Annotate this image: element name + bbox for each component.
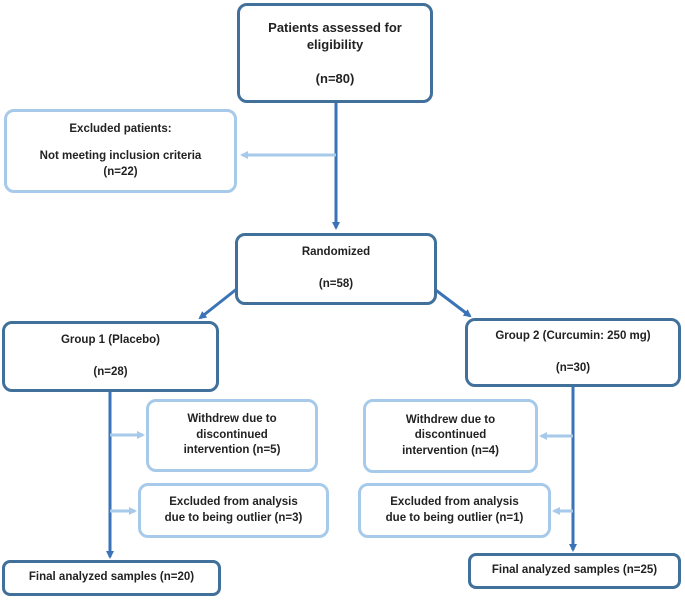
eligibility-title-line1: Patients assessed for (268, 19, 402, 35)
group1-withdrew-box: Withdrew due to discontinued interventio… (146, 399, 318, 472)
group1-outlier-line2: due to being outlier (n=3) (164, 511, 303, 524)
group2-withdrew-line3: intervention (n=4) (402, 444, 499, 457)
group2-final-label: Final analyzed samples (n=25) (491, 564, 658, 577)
arrow-randomized-to-group1 (198, 286, 239, 320)
group2-outlier-box: Excluded from analysis due to being outl… (358, 483, 551, 538)
group1-count: (n=28) (93, 365, 128, 378)
eligibility-count: (n=80) (315, 70, 355, 86)
group2-final-box: Final analyzed samples (n=25) (468, 553, 681, 589)
randomized-title: Randomized (301, 246, 371, 259)
group1-withdrew-line3: intervention (n=5) (183, 444, 281, 457)
group2-count: (n=30) (555, 361, 591, 374)
group1-outlier-box: Excluded from analysis due to being outl… (138, 483, 329, 538)
group2-outlier-line2: due to being outlier (n=1) (385, 511, 524, 524)
group1-final-box: Final analyzed samples (n=20) (2, 560, 221, 596)
group2-outlier-line1: Excluded from analysis (390, 495, 519, 508)
group2-withdrew-line1: Withdrew due to (405, 413, 496, 426)
group1-final-label: Final analyzed samples (n=20) (28, 571, 195, 584)
group1-title: Group 1 (Placebo) (60, 333, 161, 346)
excluded-count: (n=22) (103, 165, 138, 178)
group2-box: Group 2 (Curcumin: 250 mg) (n=30) (465, 318, 681, 387)
group1-withdrew-line1: Withdrew due to (187, 413, 277, 426)
group2-withdrew-line2: discontinued (414, 429, 487, 442)
randomized-count: (n=58) (318, 278, 354, 290)
eligibility-title-line2: eligibility (306, 37, 364, 53)
group2-withdrew-box: Withdrew due to discontinued interventio… (363, 399, 538, 473)
eligibility-box: Patients assessed for eligibility (n=80) (237, 3, 433, 103)
group2-title: Group 2 (Curcumin: 250 mg) (495, 329, 651, 342)
excluded-title: Excluded patients: (69, 122, 172, 135)
excluded-reason: Not meeting inclusion criteria (39, 150, 202, 163)
excluded-box: Excluded patients: Not meeting inclusion… (4, 109, 237, 193)
group1-box: Group 1 (Placebo) (n=28) (2, 321, 219, 392)
group1-outlier-line1: Excluded from analysis (169, 495, 298, 508)
arrow-randomized-to-group2 (432, 286, 472, 318)
randomized-box: Randomized (n=58) (235, 233, 437, 305)
group1-withdrew-line2: discontinued (196, 428, 268, 441)
